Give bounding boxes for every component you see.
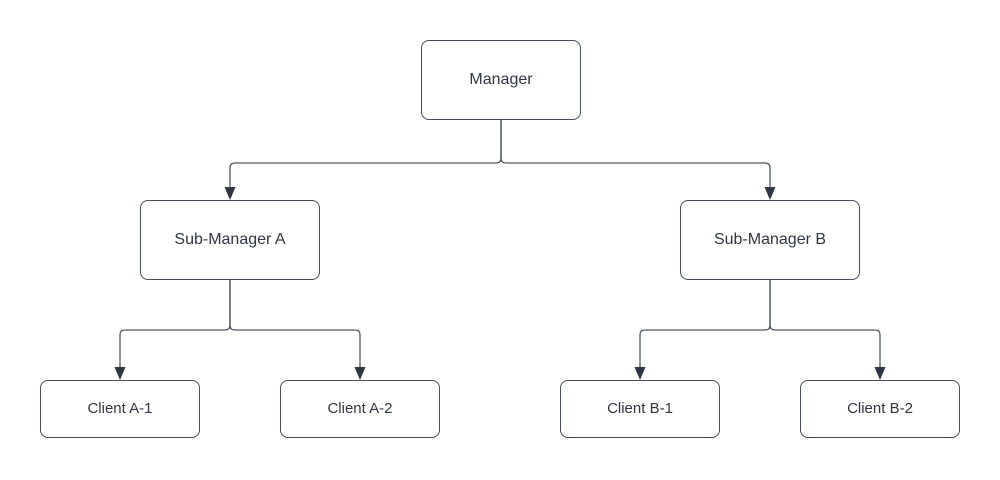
arrowhead-client-a2 — [354, 367, 366, 380]
arrowhead-client-b2 — [874, 367, 886, 380]
node-sub-manager-a[interactable]: Sub-Manager A — [140, 200, 320, 280]
node-client-a1[interactable]: Client A-1 — [40, 380, 200, 438]
node-client-a2-label: Client A-2 — [327, 400, 393, 417]
node-sub-manager-a-label: Sub-Manager A — [174, 231, 286, 249]
node-client-b2[interactable]: Client B-2 — [800, 380, 960, 438]
node-manager-label: Manager — [469, 71, 533, 89]
arrowhead-client-b1 — [634, 367, 646, 380]
edge-manager-to-sub-b[interactable] — [500, 120, 771, 190]
edge-sub-b-to-client-b2[interactable] — [769, 280, 881, 370]
edge-sub-a-to-client-a1[interactable] — [119, 280, 231, 370]
node-sub-manager-b-label: Sub-Manager B — [713, 231, 827, 249]
node-client-a1-label: Client A-1 — [87, 400, 153, 417]
node-client-b2-label: Client B-2 — [847, 400, 913, 417]
node-client-a2[interactable]: Client A-2 — [280, 380, 440, 438]
edge-sub-a-to-client-a2[interactable] — [229, 280, 361, 370]
node-client-b1-label: Client B-1 — [607, 400, 673, 417]
node-client-b1[interactable]: Client B-1 — [560, 380, 720, 438]
arrowhead-client-a1 — [114, 367, 126, 380]
node-manager[interactable]: Manager — [421, 40, 581, 120]
edge-manager-to-sub-a[interactable] — [229, 120, 502, 190]
arrowhead-sub-a — [224, 187, 236, 200]
arrowhead-sub-b — [764, 187, 776, 200]
node-sub-manager-b[interactable]: Sub-Manager B — [680, 200, 860, 280]
edge-sub-b-to-client-b1[interactable] — [639, 280, 771, 370]
